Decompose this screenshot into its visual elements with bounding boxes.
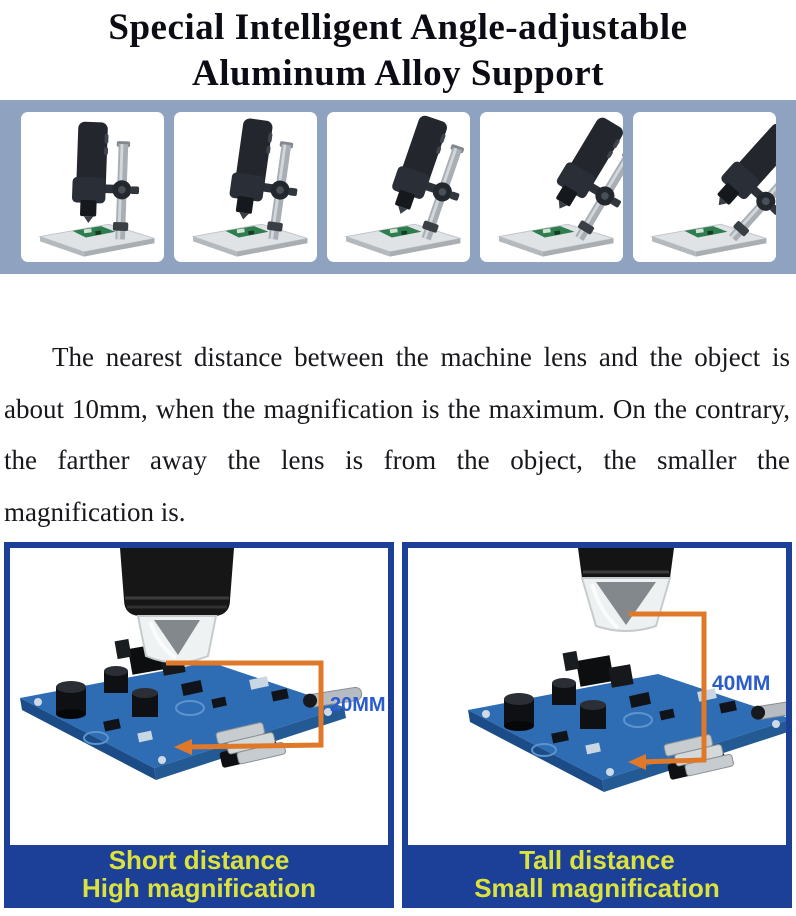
microscope-icon <box>39 121 155 258</box>
short-distance-illustration: 20MM <box>19 548 386 781</box>
comparison-panel-short-distance: 20MM Short distance High magnification <box>4 542 394 908</box>
bracket-arrowhead-icon <box>628 754 646 770</box>
page-title: Special Intelligent Angle-adjustable Alu… <box>0 0 796 97</box>
microscope-photo-5 <box>632 112 776 262</box>
short-distance-photo: 20MM <box>10 548 388 845</box>
microscope-photo-2 <box>173 112 317 262</box>
microscope-photo-3 <box>326 112 470 262</box>
microscope-photo-1 <box>20 112 164 262</box>
description-paragraph: The nearest distance between the machine… <box>4 342 790 527</box>
tall-distance-illustration: 40MM <box>467 548 786 793</box>
caption-line-1: Tall distance <box>519 844 675 875</box>
distance-comparison: 20MM Short distance High magnification <box>0 542 796 908</box>
distance-label-40mm: 40MM <box>712 672 770 695</box>
distance-bracket-icon <box>166 660 324 750</box>
caption-line-2: Small magnification <box>474 872 720 903</box>
tall-distance-caption-bar: Tall distance Small magnification <box>408 845 786 902</box>
caption-line-1: Short distance <box>108 844 290 875</box>
distance-bracket-icon <box>629 611 707 765</box>
microscope-icon <box>651 118 776 258</box>
microscope-photo-4 <box>479 112 623 262</box>
caption-line-2: High magnification <box>82 872 316 903</box>
microscope-icon <box>192 117 308 258</box>
bracket-arrowhead-icon <box>174 739 192 755</box>
page-title-line-1: Special Intelligent Angle-adjustable <box>108 7 688 48</box>
microscope-icon <box>498 113 623 258</box>
microscope-icon <box>345 112 470 258</box>
lens-icon <box>578 548 674 632</box>
lens-icon <box>120 548 234 664</box>
distance-label-20mm: 20MM <box>330 694 386 716</box>
comparison-panel-tall-distance: 40MM Tall distance Small magnification <box>402 542 792 908</box>
tall-distance-photo: 40MM <box>408 548 786 845</box>
page-title-line-2: Aluminum Alloy Support <box>192 53 604 94</box>
short-distance-caption-bar: Short distance High magnification <box>10 845 388 902</box>
angle-gallery-band <box>0 100 796 274</box>
